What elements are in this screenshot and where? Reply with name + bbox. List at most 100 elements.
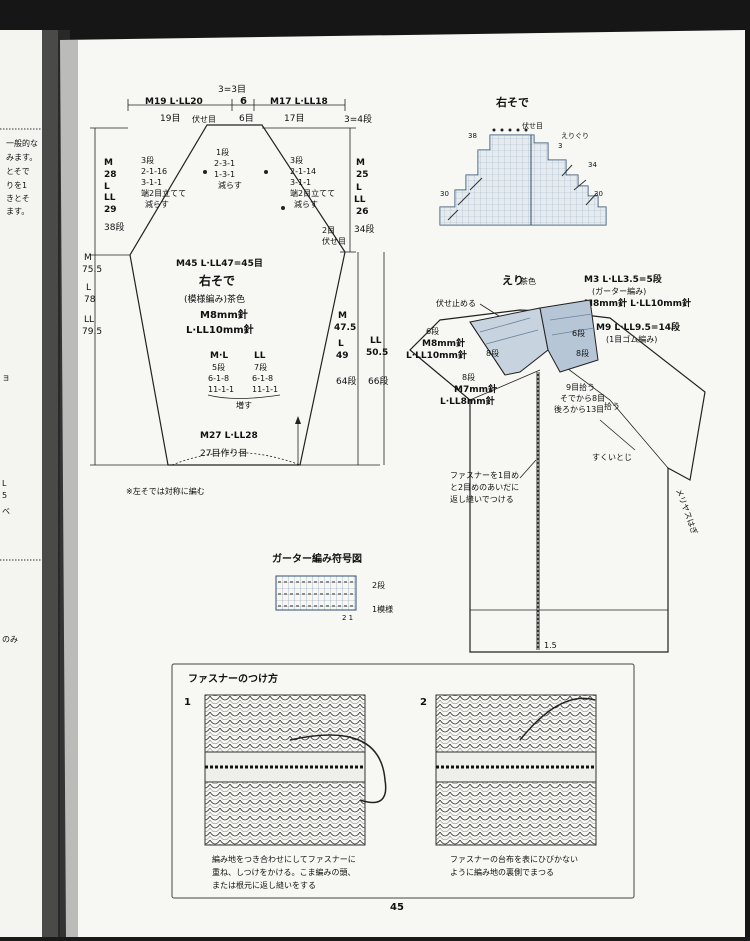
top-left-measure: M19 L·LL20	[145, 97, 203, 107]
collar-left-0: 6段	[426, 326, 439, 336]
zipper-note-2: 返し縫いでつける	[450, 494, 514, 504]
dec-mid-1: 2-3-1	[214, 159, 235, 168]
chart-38: 38	[468, 132, 477, 140]
cuff-stitches: 27目作り目	[200, 447, 247, 459]
dec-left-4: 減らす	[145, 199, 169, 209]
collar-title: えり	[502, 274, 524, 287]
right-total-ll-rows: 66段	[368, 375, 388, 387]
collar-l4: M9 L·LL9.5=14段	[596, 321, 681, 333]
zipper-step-1: 1	[184, 697, 191, 708]
left-total-m-val: 75.5	[82, 265, 102, 275]
sleeve-needle-m: M8mm針	[200, 308, 248, 321]
sleeve-note: ※左そでは対称に編む	[126, 486, 205, 496]
left-height-l: L	[104, 182, 110, 192]
sleeve-diagram: M19 L·LL20 19目 3=3目 6 6目 伏せ目 M17 L·LL18 …	[82, 84, 388, 496]
sleeve-chart: 右そで 伏せ目 えりぐり 38 3 34 30 30	[439, 95, 607, 226]
left-height-m-val: 28	[104, 170, 117, 180]
dec-left-0: 3段	[141, 155, 154, 165]
inc-label: 増す	[236, 400, 252, 410]
collar-left-1: M8mm針	[422, 337, 465, 349]
collar-bind: 伏せ止める	[436, 298, 476, 308]
collar-left-2: L·LL10mm針	[406, 349, 467, 361]
left-height-rows: 38段	[104, 221, 124, 233]
dec-mid-3: 減らす	[218, 180, 242, 190]
top-right-stitches: 17目	[284, 113, 304, 124]
garter-chart: ガーター編み符号図 2段 1模様 2 1	[272, 552, 393, 622]
inc-ml-0: 5段	[212, 362, 225, 372]
inc-ll-2: 11-1-1	[252, 385, 278, 394]
dec-mid-0: 1段	[216, 147, 229, 157]
chart-30-right: 30	[594, 190, 603, 198]
left-line-3: とそで	[6, 167, 30, 176]
garter-pattern: 1模様	[372, 604, 393, 614]
raglan-seam	[599, 419, 636, 451]
dec-left-3: 端2目立てて	[141, 188, 186, 198]
collar-l5: (1目ゴム編み)	[606, 334, 657, 344]
left-total-l: L	[86, 283, 91, 293]
garter-title: ガーター編み符号図	[272, 552, 362, 565]
step2-needle-thread	[519, 697, 596, 741]
chart-neckline: えりぐり	[561, 132, 589, 140]
right-height-m-val: 25	[356, 170, 369, 180]
collar-eight-right: 8段	[576, 348, 589, 358]
left-total-ll-val: 79.5	[82, 327, 102, 337]
collar-eight: 8段	[486, 348, 499, 358]
right-total-ll: LL	[370, 336, 382, 346]
left-page-text: 一般的な みます。 とそで りを1 きとそ ます。 ョ L 5 ベ のみ	[0, 128, 42, 644]
dec-right-2: 3-1-1	[290, 178, 311, 187]
zipper-note-0: ファスナーを1目め	[450, 471, 519, 480]
right-height-ll: LL	[354, 195, 366, 205]
left-line-6: ます。	[6, 207, 29, 216]
page-number: 45	[390, 902, 404, 913]
chart-30-left: 30	[440, 190, 449, 198]
cuff-label: M27 L·LL28	[200, 431, 258, 441]
top-mid-measure: 3=3目	[218, 84, 246, 95]
sleeve-title: 右そで	[198, 273, 235, 288]
top-bind-off: 伏せ目	[192, 114, 216, 124]
left-line-5: きとそ	[6, 194, 30, 203]
inc-ml: M·L	[210, 351, 228, 361]
dec-left-2: 3-1-1	[141, 178, 162, 187]
pickup-3: 拾う	[604, 401, 620, 411]
dec-left-1: 2-1-16	[141, 167, 167, 176]
right-total-m-val: 47.5	[334, 323, 356, 333]
garter-nums: 2 1	[342, 614, 353, 622]
left-edge-4: ベ	[2, 507, 10, 516]
collar-l3: M8mm針 L·LL10mm針	[584, 297, 691, 309]
chart-34: 34	[588, 161, 597, 169]
collar-band-right	[539, 299, 599, 373]
chart-bind-off: 伏せ目	[522, 121, 543, 130]
left-line-1: 一般的な	[6, 138, 38, 148]
raglan-right	[555, 359, 669, 469]
bind-two-1: 伏せ目	[322, 236, 346, 246]
inc-ml-1: 6-1-8	[208, 374, 229, 383]
garter-grid	[275, 575, 357, 611]
dec-right-4: 減らす	[294, 199, 318, 209]
left-total-l-val: 78	[84, 295, 96, 305]
inc-ll: LL	[254, 351, 266, 361]
zipper-step-2: 2	[420, 697, 427, 708]
chart-title: 右そで	[495, 95, 529, 109]
raglan-left	[409, 349, 541, 401]
dec-right-1: 2-1-14	[290, 167, 316, 176]
cap1-2: または根元に返し縫いをする	[212, 880, 316, 890]
pickup-1: そでから8目	[560, 394, 605, 403]
inc-bracket	[207, 394, 281, 399]
cap1-0: 編み地をつき合わせにしてファスナーに	[212, 854, 356, 864]
left-edge-2: L	[2, 479, 7, 488]
chart-grid	[439, 134, 607, 226]
collar-left-low-0: 8段	[462, 372, 475, 382]
left-height-ll: LL	[104, 193, 116, 203]
bind-two-0: 2目	[322, 226, 335, 235]
right-total-m: M	[338, 311, 347, 321]
collar-left-low-1: M7mm針	[454, 383, 497, 395]
right-total-ll-val: 50.5	[366, 348, 388, 358]
right-height-l: L	[356, 183, 362, 193]
step1-needle-thread	[289, 734, 387, 804]
inc-ml-2: 11-1-1	[208, 385, 234, 394]
left-edge-1: ョ	[2, 373, 10, 382]
right-total-l-val: 49	[336, 351, 349, 361]
cap2-1: ように編み地の裏側でまつる	[450, 867, 554, 877]
right-height-m: M	[356, 158, 365, 168]
